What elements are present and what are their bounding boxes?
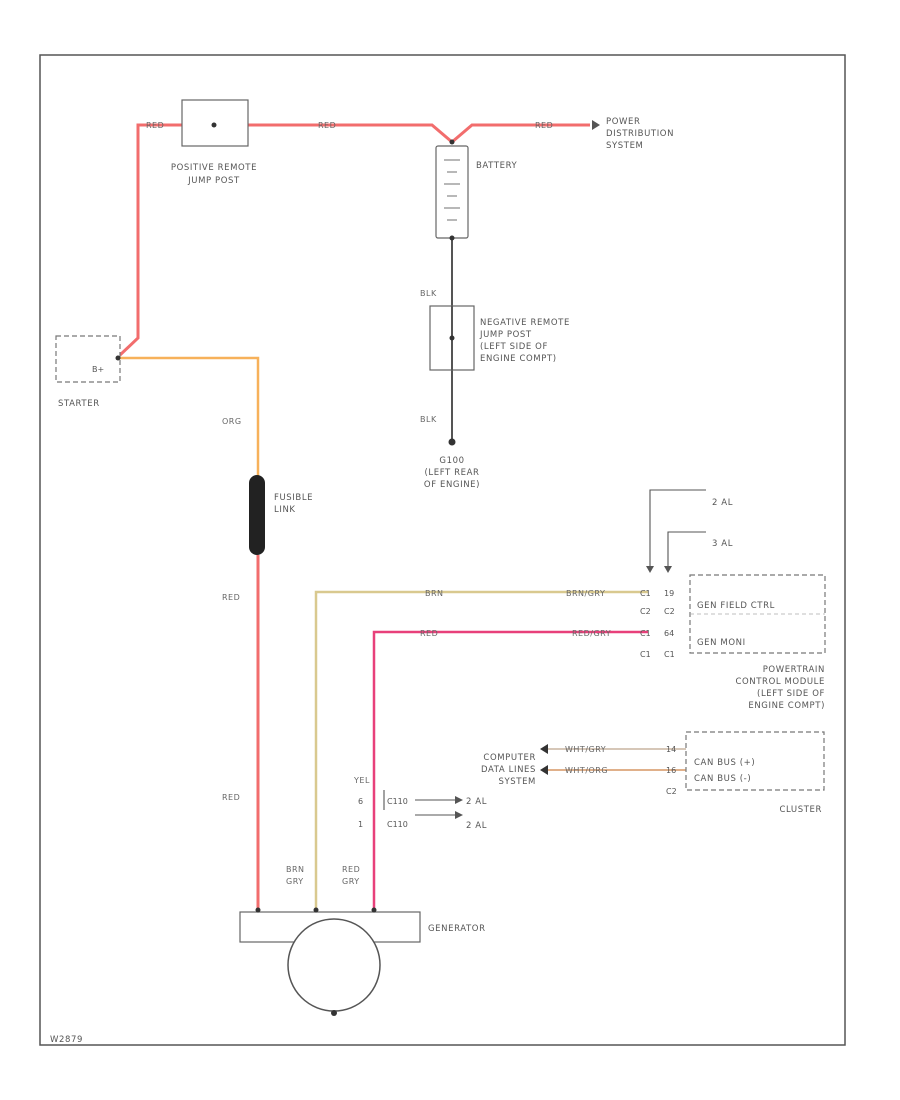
negative-post-label: NEGATIVE REMOTE bbox=[480, 318, 570, 328]
pin-label: C1 bbox=[664, 650, 675, 659]
red-wire-main bbox=[118, 123, 590, 357]
computer-data-label: DATA LINES bbox=[481, 765, 536, 775]
battery-label: BATTERY bbox=[476, 161, 518, 171]
computer-data-label: COMPUTER bbox=[483, 753, 536, 763]
pin-label: 64 bbox=[664, 629, 674, 638]
generator-label: GENERATOR bbox=[428, 924, 486, 934]
battery-cells bbox=[444, 159, 460, 221]
arrow-down-icon bbox=[664, 566, 672, 573]
arrow-left-icon bbox=[540, 765, 548, 775]
gen-terminal bbox=[313, 907, 319, 913]
pcm-label: POWERTRAIN bbox=[763, 665, 825, 675]
ground-label: OF ENGINE) bbox=[424, 480, 480, 490]
computer-data-label: SYSTEM bbox=[499, 777, 536, 787]
pin-label: C2 bbox=[640, 607, 651, 616]
wire-color-label: GRY bbox=[286, 877, 304, 886]
wire-color-label: RED bbox=[535, 121, 553, 130]
pin-label: C1 bbox=[640, 629, 651, 638]
wire-color-label: RED bbox=[146, 121, 164, 130]
red-gry-wire bbox=[372, 630, 648, 910]
gen-terminal bbox=[255, 907, 261, 913]
gen-terminal bbox=[371, 907, 377, 913]
wire-color-label: BLK bbox=[420, 289, 437, 298]
fusible-link bbox=[249, 475, 265, 555]
ground-icon bbox=[448, 438, 456, 446]
arrow-right-icon bbox=[592, 120, 600, 130]
generator-ground bbox=[331, 1010, 337, 1016]
pcm-gen-mon-label: GEN MONI bbox=[697, 638, 746, 648]
cluster-can-l-label: CAN BUS (-) bbox=[694, 774, 751, 784]
starter-terminal bbox=[115, 355, 121, 361]
wire-color-label: BLK bbox=[420, 415, 437, 424]
generator bbox=[287, 918, 381, 1012]
pin-label: C110 bbox=[387, 820, 408, 829]
wire-color-label: RED bbox=[318, 121, 336, 130]
positive-post-label: POSITIVE REMOTE bbox=[171, 163, 257, 173]
pin-label: 16 bbox=[666, 766, 676, 775]
pin-label: C110 bbox=[387, 797, 408, 806]
starter bbox=[55, 335, 121, 383]
pcm-gen-field-label: GEN FIELD CTRL bbox=[697, 601, 775, 611]
wire-color-label: ORG bbox=[222, 417, 242, 426]
neg-post-terminal bbox=[449, 335, 455, 341]
cluster-can-h-label: CAN BUS (+) bbox=[694, 758, 755, 768]
arrow-right-icon bbox=[455, 796, 463, 804]
negative-post-label: JUMP POST bbox=[479, 330, 532, 340]
ref-2al-label: 2 AL bbox=[712, 498, 733, 508]
wire-color-label: RED bbox=[342, 865, 360, 874]
wire-color-label: RED bbox=[420, 629, 438, 638]
pin-label: 6 bbox=[358, 797, 363, 806]
brn-gry-wire bbox=[314, 590, 648, 910]
starter-label: STARTER bbox=[58, 399, 100, 409]
power-distribution-label: POWER bbox=[606, 117, 641, 127]
pin-label: C1 bbox=[640, 650, 651, 659]
cluster bbox=[685, 731, 825, 791]
wire-color-label: WHT/GRY bbox=[565, 745, 606, 754]
battery-positive-terminal bbox=[449, 139, 455, 145]
power-distribution-label: DISTRIBUTION bbox=[606, 129, 674, 139]
ref-3al-label: 3 AL bbox=[712, 539, 733, 549]
battery-negative-terminal bbox=[449, 235, 455, 241]
positive-post-label: JUMP POST bbox=[187, 176, 240, 186]
power-distribution-label: SYSTEM bbox=[606, 141, 643, 151]
pin-label: C2 bbox=[664, 607, 675, 616]
ground-label: G100 bbox=[439, 456, 464, 466]
ground-label: (LEFT REAR bbox=[424, 468, 479, 478]
pin-label: 1 bbox=[358, 820, 363, 829]
ref-line-3al bbox=[667, 531, 706, 568]
diagram-id: W2879 bbox=[50, 1035, 83, 1045]
cluster-label: CLUSTER bbox=[779, 805, 822, 815]
pin-label: C1 bbox=[640, 589, 651, 598]
negative-post-label: ENGINE COMPT) bbox=[480, 354, 557, 364]
wire-color-label: RED/GRY bbox=[572, 629, 611, 638]
negative-post-label: (LEFT SIDE OF bbox=[480, 342, 548, 352]
wire-color-label: WHT/ORG bbox=[565, 766, 608, 775]
wire-color-label: BRN bbox=[286, 865, 305, 874]
diagram-frame bbox=[39, 54, 846, 1046]
ref-label-lower: 2 AL bbox=[466, 821, 487, 831]
wire-color-label: RED bbox=[222, 793, 240, 802]
pin-label: 14 bbox=[666, 745, 676, 754]
starter-terminal-label: B+ bbox=[92, 365, 104, 374]
wire-color-label: BRN/GRY bbox=[566, 589, 605, 598]
wire-color-label: BRN bbox=[425, 589, 444, 598]
ref-line-2al bbox=[649, 489, 706, 568]
org-wire bbox=[120, 356, 260, 480]
wire-color-label: GRY bbox=[342, 877, 360, 886]
wire-color-label: YEL bbox=[353, 776, 370, 785]
arrow-down-icon bbox=[646, 566, 654, 573]
fusible-link-label: FUSIBLE bbox=[274, 493, 313, 503]
pcm-label: CONTROL MODULE bbox=[735, 677, 825, 687]
fusible-link-label: LINK bbox=[274, 505, 296, 515]
post-terminal bbox=[211, 122, 217, 128]
pin-label: C2 bbox=[666, 787, 677, 796]
ref-label-upper: 2 AL bbox=[466, 797, 487, 807]
arrow-right-icon bbox=[455, 811, 463, 819]
arrow-left-icon bbox=[540, 744, 548, 754]
pin-label: 19 bbox=[664, 589, 674, 598]
pcm-label: ENGINE COMPT) bbox=[748, 701, 825, 711]
wire-color-label: RED bbox=[222, 593, 240, 602]
pcm-label: (LEFT SIDE OF bbox=[757, 689, 825, 699]
